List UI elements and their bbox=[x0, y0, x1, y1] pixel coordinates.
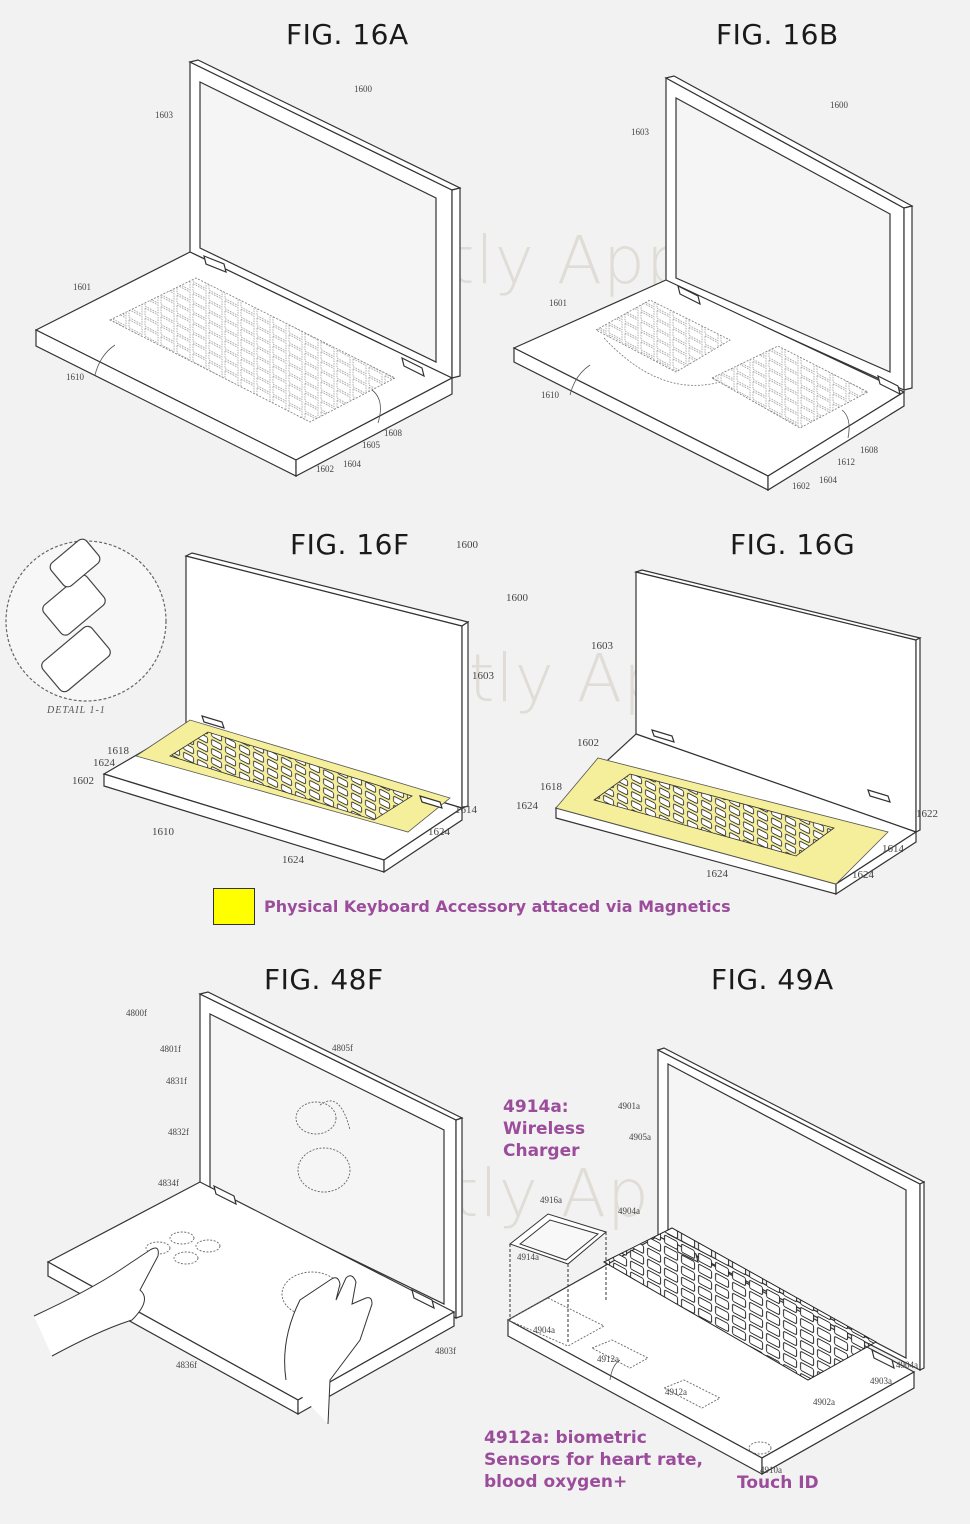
ref-label: 1622 bbox=[916, 808, 938, 820]
ref-label: 1624 bbox=[852, 869, 874, 881]
ref-label: 1618 bbox=[107, 745, 129, 757]
fig16a-laptop bbox=[34, 59, 462, 477]
ref-label: 1600 bbox=[506, 592, 528, 604]
ref-label: 1624 bbox=[428, 826, 450, 838]
ref-label: 1602 bbox=[316, 464, 334, 474]
ref-label: 4800f bbox=[126, 1008, 147, 1018]
ref-label: 4902a bbox=[813, 1397, 835, 1407]
callout-wireless-charger: 4914a: Wireless Charger bbox=[503, 1097, 586, 1161]
ref-label: 4903a bbox=[870, 1376, 892, 1386]
ref-label: 4836f bbox=[176, 1360, 197, 1370]
ref-label: 1602 bbox=[792, 481, 810, 491]
ref-label: 4834f bbox=[158, 1178, 179, 1188]
ref-label: 4916a bbox=[540, 1195, 562, 1205]
legend-text: Physical Keyboard Accessory attaced via … bbox=[264, 897, 731, 916]
ref-label: 4901a bbox=[618, 1101, 640, 1111]
detail-circle bbox=[5, 538, 167, 702]
ref-label: 1603 bbox=[591, 640, 613, 652]
fig16g-laptop bbox=[554, 569, 922, 896]
ref-label: 4805f bbox=[332, 1043, 353, 1053]
ref-label: 1618 bbox=[540, 781, 562, 793]
ref-label: 1612 bbox=[837, 457, 855, 467]
fig16f-title: FIG. 16F bbox=[290, 528, 410, 561]
fig16a-title: FIG. 16A bbox=[286, 18, 409, 51]
ref-label: 1602 bbox=[72, 775, 94, 787]
detail-label: DETAIL 1-1 bbox=[47, 705, 106, 716]
ref-label: 1600 bbox=[456, 539, 478, 551]
ref-label: 1624 bbox=[706, 868, 728, 880]
ref-label: 1614 bbox=[882, 843, 904, 855]
ref-label: 4832f bbox=[168, 1127, 189, 1137]
ref-label: 1610 bbox=[152, 826, 174, 838]
ref-label: 1601 bbox=[73, 282, 91, 292]
ref-label: 1624 bbox=[93, 757, 115, 769]
ref-label: 1610 bbox=[66, 372, 84, 382]
ref-label: 1614 bbox=[455, 804, 477, 816]
fig16g-title: FIG. 16G bbox=[730, 528, 856, 561]
ref-label: 1610 bbox=[541, 390, 559, 400]
ref-label: 1603 bbox=[472, 670, 494, 682]
ref-label: 1602 bbox=[577, 737, 599, 749]
ref-label: 1624 bbox=[516, 800, 538, 812]
ref-label: 4904a bbox=[618, 1206, 640, 1216]
fig16f-laptop bbox=[102, 552, 470, 874]
ref-label: 1604 bbox=[343, 459, 361, 469]
fig16b-laptop bbox=[512, 75, 914, 492]
fig48f-laptop bbox=[33, 991, 464, 1425]
ref-label: 4904a bbox=[896, 1360, 918, 1370]
ref-label: 1604 bbox=[819, 475, 837, 485]
ref-label: 1603 bbox=[155, 110, 173, 120]
ref-label: 4905a bbox=[629, 1132, 651, 1142]
ref-label: 1624 bbox=[282, 854, 304, 866]
ref-label: 4831f bbox=[166, 1076, 187, 1086]
ref-label: 4914a bbox=[517, 1252, 539, 1262]
legend-swatch-yellow bbox=[213, 888, 255, 925]
ref-label: 4912a bbox=[597, 1354, 619, 1364]
ref-label: 1603 bbox=[631, 127, 649, 137]
ref-label: 1601 bbox=[549, 298, 567, 308]
fig49a-laptop bbox=[506, 1047, 926, 1476]
ref-label: 1608 bbox=[860, 445, 878, 455]
callout-biometric-sensors: 4912a: biometric Sensors for heart rate,… bbox=[484, 1428, 703, 1492]
fig49a-title: FIG. 49A bbox=[711, 963, 834, 996]
ref-label: 1605 bbox=[362, 440, 380, 450]
fig16b-title: FIG. 16B bbox=[716, 18, 839, 51]
ref-label: 4803f bbox=[435, 1346, 456, 1356]
ref-label: 4801f bbox=[160, 1044, 181, 1054]
fig48f-title: FIG. 48F bbox=[264, 963, 384, 996]
ref-label: 4912a bbox=[665, 1387, 687, 1397]
ref-label: 4910a bbox=[760, 1465, 782, 1475]
ref-label: 1608 bbox=[384, 428, 402, 438]
ref-label: 1600 bbox=[830, 100, 848, 110]
ref-label: 4904a bbox=[533, 1325, 555, 1335]
ref-label: 1600 bbox=[354, 84, 372, 94]
callout-touch-id: Touch ID bbox=[737, 1473, 819, 1493]
